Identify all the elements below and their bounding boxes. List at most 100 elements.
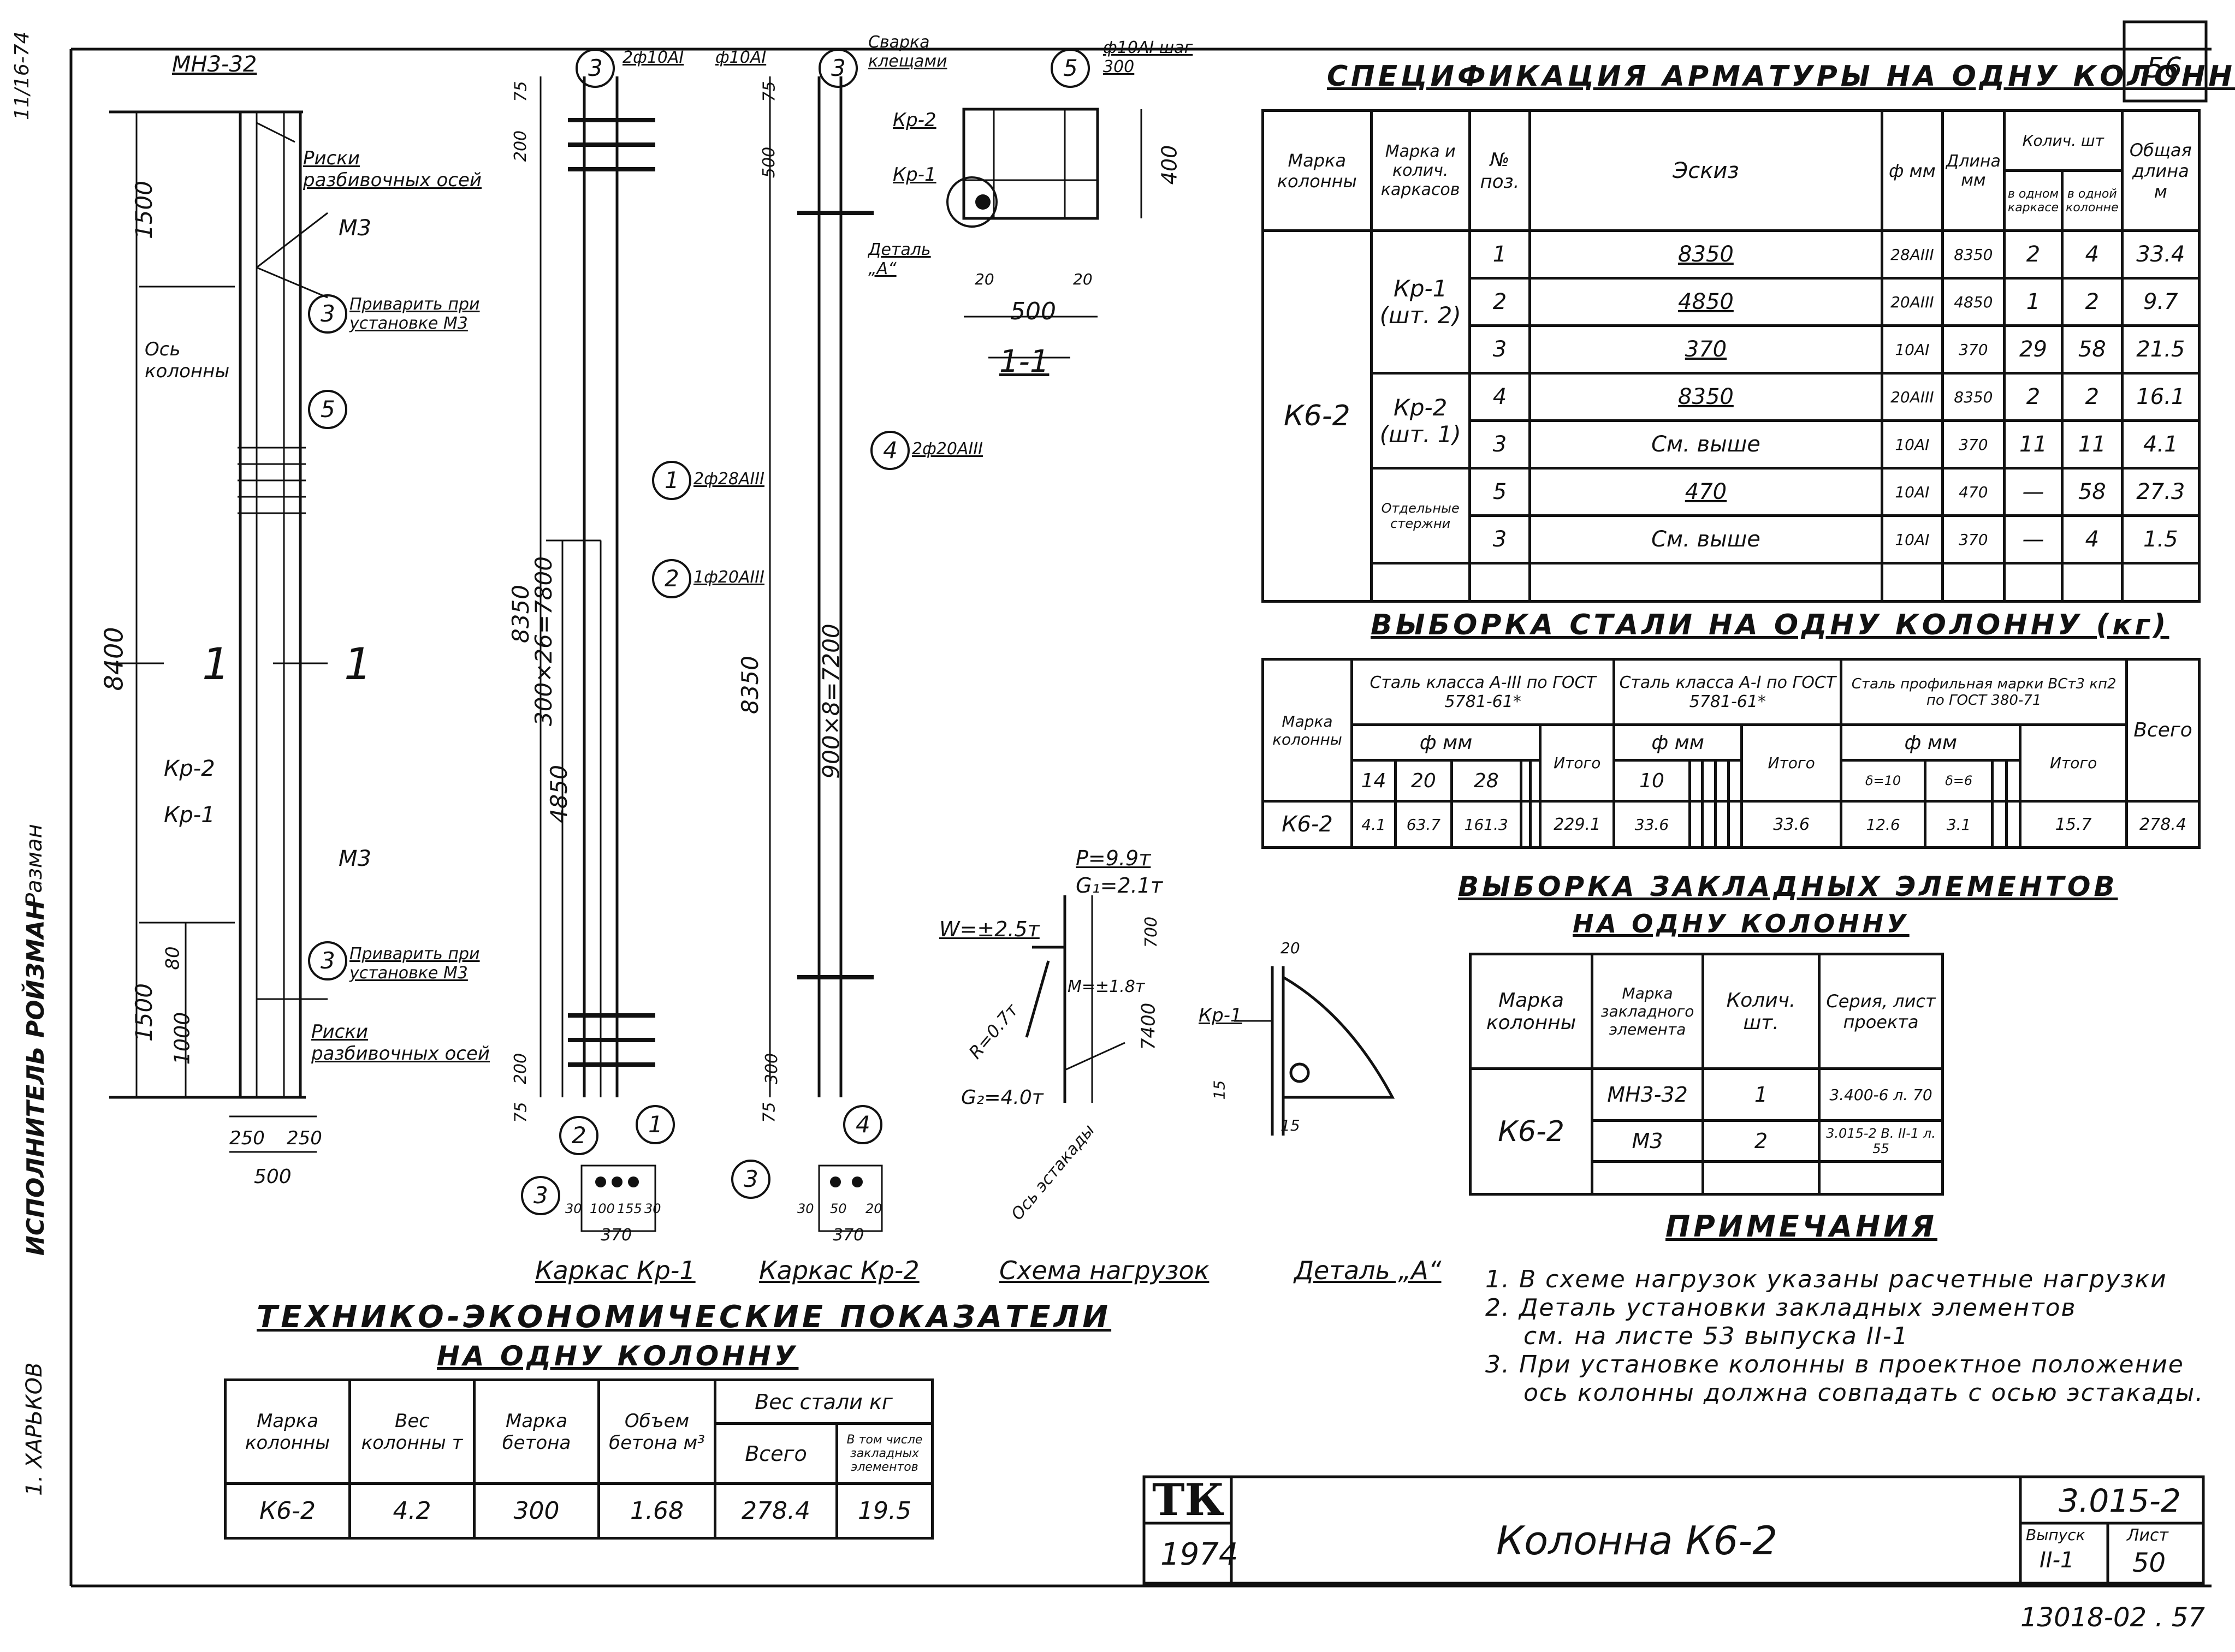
tech-h-steel-embed: В том числе закладных элементов [835,1422,934,1485]
dim-section-500: 500 [1010,298,1056,325]
tech-table: Марка колонны Вес колонны т Марка бетона… [224,1378,934,1540]
issue-label: Выпуск [2026,1526,2085,1544]
side-ref: 1. ХАРЬКОВ [22,1362,47,1496]
lbl-weld-top: Приварить при установке М3 [349,295,480,333]
dim-section-400: 400 [1157,145,1182,185]
dim-f2: 300 [762,1053,782,1085]
lbl-weld-tongs: Сварка клещами [868,33,947,71]
steel-d: δ=10 [1840,759,1926,803]
balloon-2: 2 [665,565,679,592]
spec-total: 4.1 [2120,419,2201,470]
lbl-load-w: W=±2.5т [939,917,1040,941]
caption-load-scheme: Схема нагрузок [999,1256,1210,1285]
note-2: 2. Деталь установки закладных элементов [1485,1294,2077,1322]
spec-pos: 5 [1468,467,1532,517]
cut-marker-left: 1 [202,639,230,690]
steel-val: 4.1 [1350,800,1397,849]
dim-f1: 200 [511,130,531,162]
dim-f2: 900×8=7200 [817,623,845,779]
balloon-3: 3 [588,55,603,81]
lbl-load-p: P=9.9т [1076,846,1151,870]
spec-dia: 10АI [1880,419,1944,470]
spec-sketch: 370 [1528,324,1883,375]
spec-n-col: 2 [2061,277,2124,327]
balloon-5: 5 [1063,55,1078,81]
spec-dia: 10АI [1880,514,1944,564]
steel-title: ВЫБОРКА СТАЛИ НА ОДНУ КОЛОННУ (кг) [1371,609,2169,641]
note-3: 3. При установке колонны в проектное пол… [1485,1351,2184,1378]
lbl-pos2: 1ф20АIII [693,568,764,587]
tech-val-steel: 278.4 [714,1482,838,1540]
embed-title-1: ВЫБОРКА ЗАКЛАДНЫХ ЭЛЕМЕНТОВ [1458,871,2118,902]
tech-h-steel-total: Всего [714,1422,838,1485]
steel-d: 20 [1394,759,1453,803]
title-year: 1974 [1160,1537,1238,1572]
steel-d: 14 [1350,759,1397,803]
spec-len: 4850 [1941,277,2006,327]
sheet-value: 50 [2132,1548,2166,1578]
drawing-name: Колонна К6-2 [1496,1518,1778,1564]
lbl-frame1-top2: ф10АI [715,48,767,67]
balloon-4: 4 [856,1111,870,1138]
embed-title-2: НА ОДНУ КОЛОННУ [1573,909,1910,938]
spec-len: 370 [1941,324,2006,375]
steel-d: δ=6 [1923,759,1994,803]
lbl-load-g1: G₁=2.1т [1076,873,1163,898]
dim-f1: 300×26=7800 [530,556,557,726]
spec-column-mark: К6-2 [1261,229,1373,603]
steel-h-a1: Сталь класса А-I по ГОСТ 5781-61* [1612,658,1843,726]
dim-f1-bottom: 155 [617,1201,642,1216]
spec-dia: 28АIII [1880,229,1944,280]
steel-h-a3: Сталь класса А-III по ГОСТ 5781-61* [1350,658,1616,726]
embed-qty: 2 [1702,1119,1821,1163]
spec-frame-kr2: Кр-2 (шт. 1) [1370,372,1471,470]
dim-f1-bottom: 30 [644,1201,661,1216]
balloon-1: 1 [648,1111,663,1138]
spec-len: 370 [1941,419,2006,470]
spec-total: 1.5 [2120,514,2201,564]
dim-f2: 8350 [736,656,763,714]
lbl-mnz: МН3-32 [172,52,257,77]
dim-f1-width: 370 [601,1226,632,1245]
dim-80: 80 [162,946,184,970]
page-number: 56 [2146,52,2183,85]
tech-val-concrete: 300 [473,1482,600,1540]
executor-stamp: ИСПОЛНИТЕЛЬ РОЙЗМАН [22,900,50,1256]
dim-detail-15b: 15 [1280,1116,1300,1134]
spec-sketch: 8350 [1528,229,1883,280]
lbl-risk-bottom: Риски разбивочных осей [311,1021,490,1065]
dim-detail-20: 20 [1280,939,1300,957]
steel-val: 15.7 [2019,800,2128,849]
spec-n-frame: 1 [2002,277,2064,327]
embed-mark: К6-2 [1469,1067,1593,1196]
caption-frame-kr1: Каркас Кр-1 [535,1256,696,1285]
tech-h-steel: Вес стали кг [714,1378,934,1425]
spec-pos: 3 [1468,324,1532,375]
spec-total: 9.7 [2120,277,2201,327]
tech-title-2: НА ОДНУ КОЛОННУ [437,1340,799,1372]
spec-n-col: 58 [2061,467,2124,517]
steel-val: 3.1 [1923,800,1994,849]
spec-n-frame: — [2002,514,2064,564]
dim-detail-15: 15 [1210,1080,1229,1100]
dim-f2-bottom: 20 [865,1201,882,1216]
embed-series: 3.015-2 В. II-1 л. 55 [1818,1119,1944,1163]
tech-h-mark: Марка колонны [224,1378,351,1485]
lbl-risk-top: Риски разбивочных осей [303,147,482,191]
note-3b: ось колонны должна совпадать с осью эста… [1523,1379,2204,1407]
dim-load-7400: 7400 [1137,1002,1160,1050]
tech-val-mark: К6-2 [224,1482,351,1540]
spec-n-frame: 2 [2002,229,2064,280]
embed-element: МН3-32 [1591,1067,1704,1122]
balloon-3: 3 [744,1166,758,1192]
spec-n-col: 58 [2061,324,2124,375]
spec-sketch: 470 [1528,467,1883,517]
lbl-weld-bottom: Приварить при установке М3 [349,944,480,983]
spec-len: 8350 [1941,229,2006,280]
dim-f1: 75 [511,1102,531,1123]
steel-h-phi: ф мм [1840,723,2022,762]
dim-8400: 8400 [99,627,129,691]
dim-f2-width: 370 [833,1226,864,1245]
spec-pos: 1 [1468,229,1532,280]
spec-pos: 2 [1468,277,1532,327]
